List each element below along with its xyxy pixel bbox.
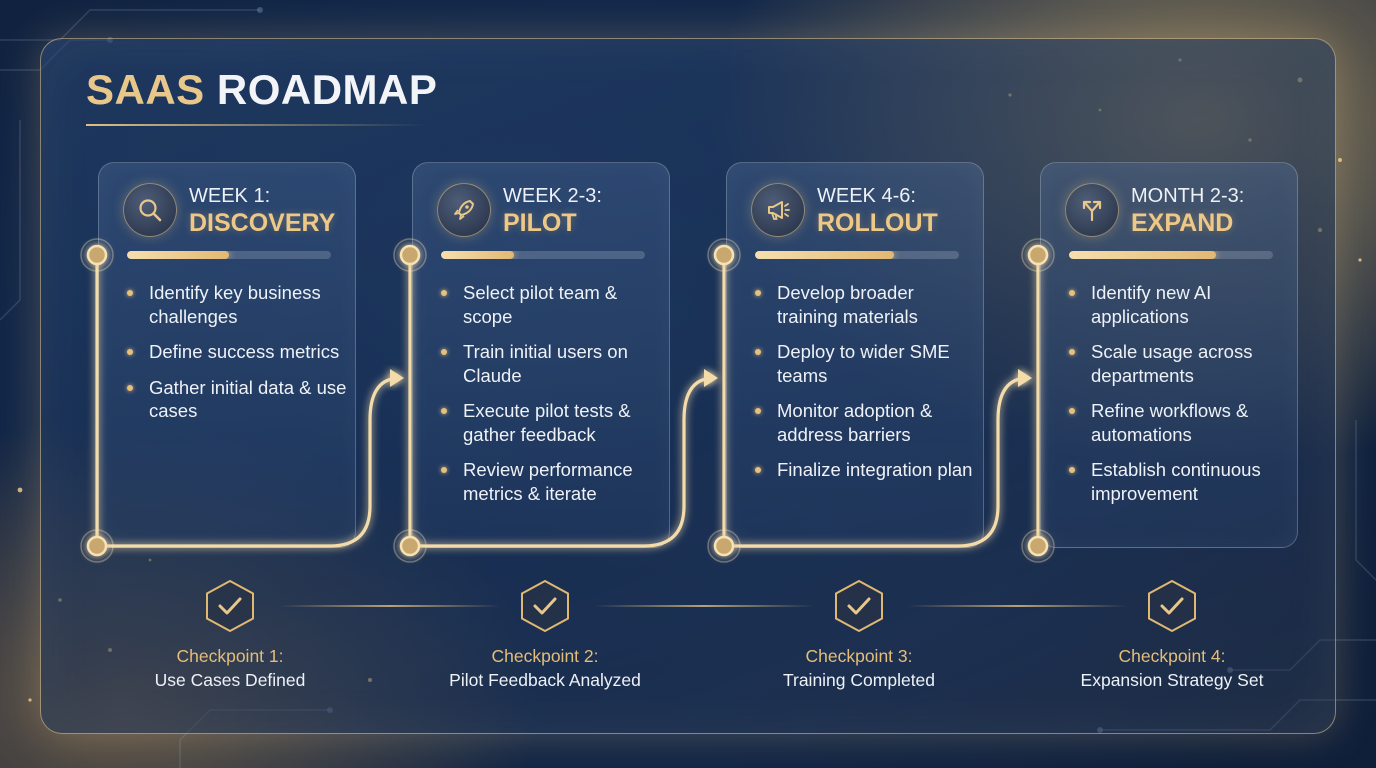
phase-progress-bar — [755, 251, 959, 259]
progress-fill — [1069, 251, 1216, 259]
task-list: Develop broader training materials Deplo… — [755, 281, 975, 494]
megaphone-icon — [751, 183, 805, 237]
phase-week: MONTH 2-3: — [1131, 185, 1245, 207]
checkpoint-rail — [908, 605, 1128, 607]
branch-arrows-icon — [1065, 183, 1119, 237]
rocket-icon — [437, 183, 491, 237]
phase-week: WEEK 1: — [189, 185, 271, 207]
phase-name: EXPAND — [1131, 209, 1234, 237]
progress-fill — [755, 251, 894, 259]
checkpoint-2: Checkpoint 2: Pilot Feedback Analyzed — [425, 578, 665, 691]
task-item: Develop broader training materials — [755, 281, 975, 328]
task-item: Review performance metrics & iterate — [441, 458, 661, 505]
checkpoint-title: Checkpoint 2: — [491, 646, 599, 666]
check-icon — [1148, 579, 1196, 633]
checkpoint-title: Checkpoint 3: — [805, 646, 913, 666]
progress-fill — [127, 251, 229, 259]
title-main: ROADMAP — [216, 66, 438, 113]
task-item: Establish continuous improvement — [1069, 458, 1289, 505]
title-underline — [86, 124, 426, 126]
phase-card-rollout: WEEK 4-6: ROLLOUT Develop broader traini… — [726, 162, 984, 548]
progress-fill — [441, 251, 515, 259]
checkpoint-description: Pilot Feedback Analyzed — [449, 670, 641, 690]
checkpoint-1: Checkpoint 1: Use Cases Defined — [110, 578, 350, 691]
checkpoint-4: Checkpoint 4: Expansion Strategy Set — [1052, 578, 1292, 691]
phase-week: WEEK 4-6: — [817, 185, 916, 207]
phase-name: ROLLOUT — [817, 209, 938, 237]
task-list: Identify new AI applications Scale usage… — [1069, 281, 1289, 517]
checkpoint-rail — [594, 605, 814, 607]
task-item: Scale usage across departments — [1069, 340, 1289, 387]
phase-card-expand: MONTH 2-3: EXPAND Identify new AI applic… — [1040, 162, 1298, 548]
task-item: Finalize integration plan — [755, 458, 975, 482]
title-accent: SAAS — [86, 66, 205, 113]
task-item: Define success metrics — [127, 340, 347, 364]
phase-name: PILOT — [503, 209, 577, 237]
task-item: Identify key business challenges — [127, 281, 347, 328]
phase-progress-bar — [441, 251, 645, 259]
checkpoint-title: Checkpoint 4: — [1118, 646, 1226, 666]
phase-progress-bar — [1069, 251, 1273, 259]
task-item: Select pilot team & scope — [441, 281, 661, 328]
checkpoint-description: Expansion Strategy Set — [1080, 670, 1264, 690]
page-title: SAAS ROADMAP — [86, 66, 437, 114]
task-item: Refine workflows & automations — [1069, 399, 1289, 446]
task-item: Gather initial data & use cases — [127, 376, 347, 423]
task-item: Execute pilot tests & gather feedback — [441, 399, 661, 446]
search-icon — [123, 183, 177, 237]
phase-week: WEEK 2-3: — [503, 185, 602, 207]
check-icon — [206, 579, 254, 633]
task-item: Deploy to wider SME teams — [755, 340, 975, 387]
checkpoint-title: Checkpoint 1: — [176, 646, 284, 666]
checkpoint-description: Training Completed — [782, 670, 936, 690]
phase-card-discovery: WEEK 1: DISCOVERY Identify key business … — [98, 162, 356, 548]
checkpoint-description: Use Cases Defined — [154, 670, 306, 690]
task-item: Train initial users on Claude — [441, 340, 661, 387]
check-icon — [835, 579, 883, 633]
checkpoint-3: Checkpoint 3: Training Completed — [739, 578, 979, 691]
task-item: Identify new AI applications — [1069, 281, 1289, 328]
check-icon — [521, 579, 569, 633]
phase-progress-bar — [127, 251, 331, 259]
task-list: Identify key business challenges Define … — [127, 281, 347, 435]
checkpoint-rail — [280, 605, 500, 607]
task-item: Monitor adoption & address barriers — [755, 399, 975, 446]
phase-name: DISCOVERY — [189, 209, 336, 237]
task-list: Select pilot team & scope Train initial … — [441, 281, 661, 517]
phase-card-pilot: WEEK 2-3: PILOT Select pilot team & scop… — [412, 162, 670, 548]
